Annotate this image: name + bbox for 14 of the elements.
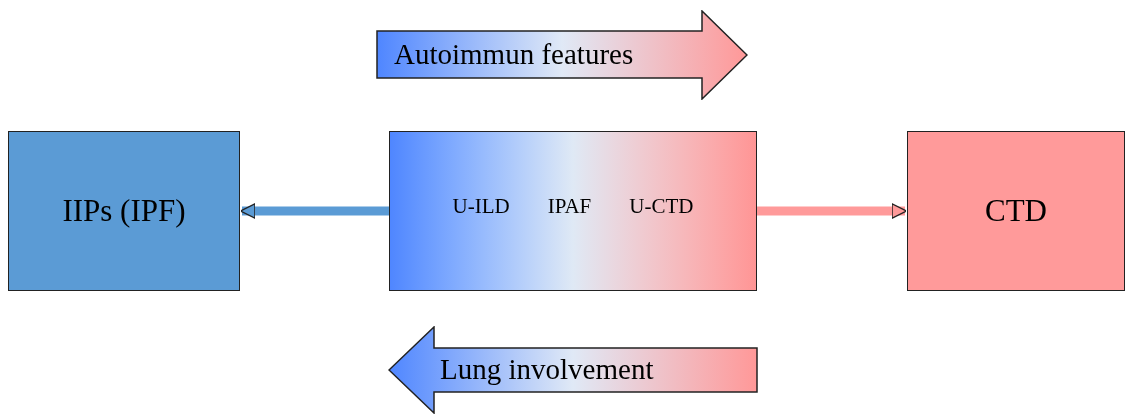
block-arrow xyxy=(239,203,389,219)
gradient-box xyxy=(389,131,757,291)
block-arrow xyxy=(757,203,908,219)
category-box xyxy=(8,131,240,291)
category-box xyxy=(907,131,1125,291)
arrow-label: Autoimmun features xyxy=(394,37,634,73)
box-label: CTD xyxy=(985,191,1047,230)
right-arrow-shape xyxy=(376,10,748,100)
box-label: U-CTD xyxy=(629,193,694,221)
box-label: IPAF xyxy=(547,193,592,221)
box-label: U-ILD xyxy=(452,193,510,221)
arrow-label: Lung involvement xyxy=(440,352,654,388)
left-arrow-shape xyxy=(388,326,758,414)
box-label: IIPs (IPF) xyxy=(62,191,186,230)
